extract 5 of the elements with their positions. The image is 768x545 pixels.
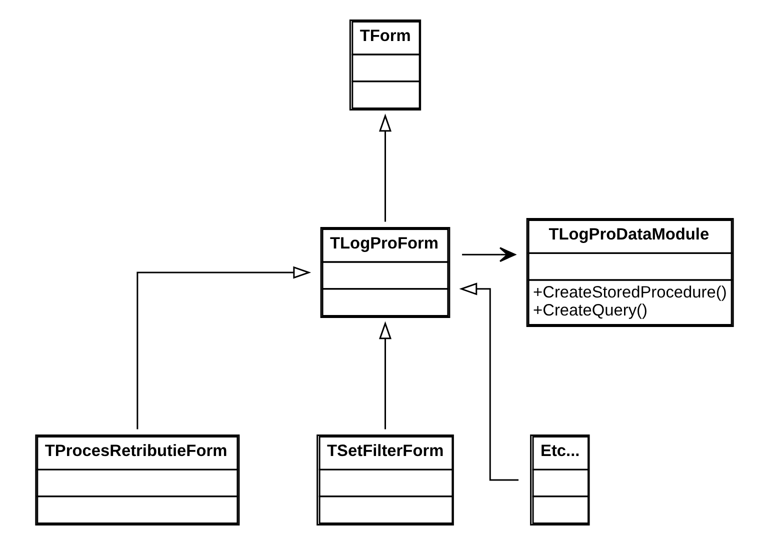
arrow — [378, 321, 392, 430]
arrow — [378, 114, 392, 222]
arrow — [462, 247, 516, 262]
arrow — [458, 282, 518, 481]
arrow — [136, 266, 311, 430]
